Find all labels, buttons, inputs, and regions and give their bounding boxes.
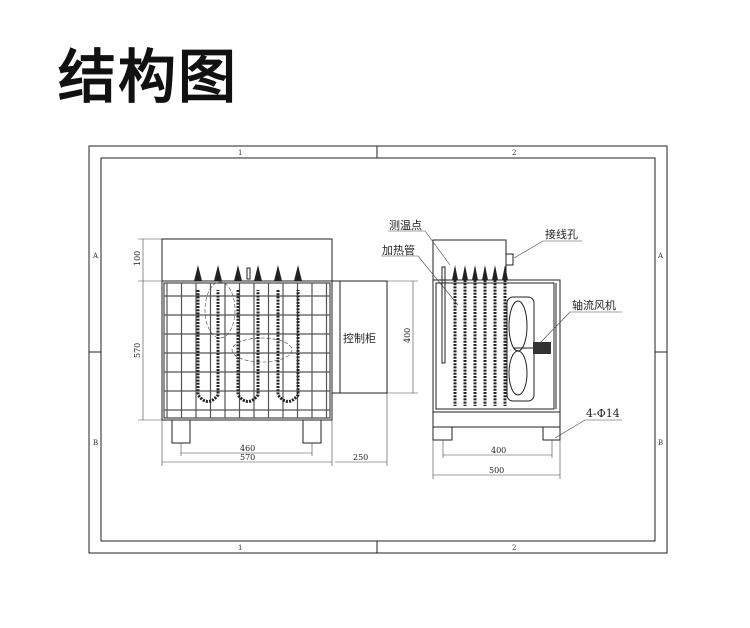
- page-title: 结构图: [58, 43, 239, 111]
- terminal-icon: [214, 265, 222, 281]
- fan-motor: [533, 342, 551, 354]
- terminal-icon: [462, 265, 468, 280]
- terminal-icon: [482, 265, 488, 280]
- zone-row-a-right: A: [657, 252, 664, 260]
- terminal-icon: [492, 265, 498, 280]
- label-axial-fan: 轴流风机: [572, 298, 616, 312]
- dim-cabinet-width: 250: [353, 453, 368, 462]
- dim-width: 570: [240, 453, 255, 462]
- zone-col-2-bottom: 2: [512, 544, 516, 552]
- zone-row-b: B: [93, 439, 98, 447]
- wiring-hole: [505, 253, 514, 266]
- zone-col-1: 1: [238, 149, 242, 157]
- terminal-icon: [234, 265, 242, 281]
- dim-side-leg-span: 400: [491, 446, 506, 455]
- label-temp-point: 测温点: [389, 219, 422, 232]
- label-holes: 4-Φ14: [586, 407, 620, 420]
- terminal-icon: [274, 265, 282, 281]
- side-view: 测温点 加热管 接线孔 轴流风机 4-Φ14 400 500: [381, 219, 622, 479]
- label-wiring-hole: 接线孔: [545, 227, 578, 241]
- terminal-icon: [452, 265, 458, 280]
- terminal-icon: [194, 265, 202, 281]
- terminal-icon: [502, 265, 508, 280]
- terminal-icon: [254, 265, 262, 281]
- inner-frame: [100, 157, 656, 542]
- terminal-icon: [472, 265, 478, 280]
- dim-side-width: 500: [489, 466, 504, 475]
- zone-row-b-right: B: [658, 439, 663, 447]
- zone-col-2: 2: [512, 149, 516, 157]
- terminal-icon: [294, 265, 302, 281]
- outer-frame: [88, 145, 668, 554]
- control-cabinet-label: 控制柜: [343, 331, 376, 345]
- dim-cabinet-height: 400: [403, 328, 412, 343]
- zone-row-a: A: [92, 252, 99, 260]
- temp-sensor: [246, 267, 251, 280]
- label-heating-tube: 加热管: [382, 243, 415, 257]
- dim-body-height: 570: [133, 343, 142, 358]
- control-cabinet: [339, 280, 388, 394]
- zone-col-1-bottom: 1: [238, 544, 242, 552]
- dim-leg-span: 460: [240, 444, 255, 453]
- front-view: 控制柜 100 570 400 460 570 250: [133, 238, 418, 466]
- dim-top-height: 100: [133, 251, 142, 266]
